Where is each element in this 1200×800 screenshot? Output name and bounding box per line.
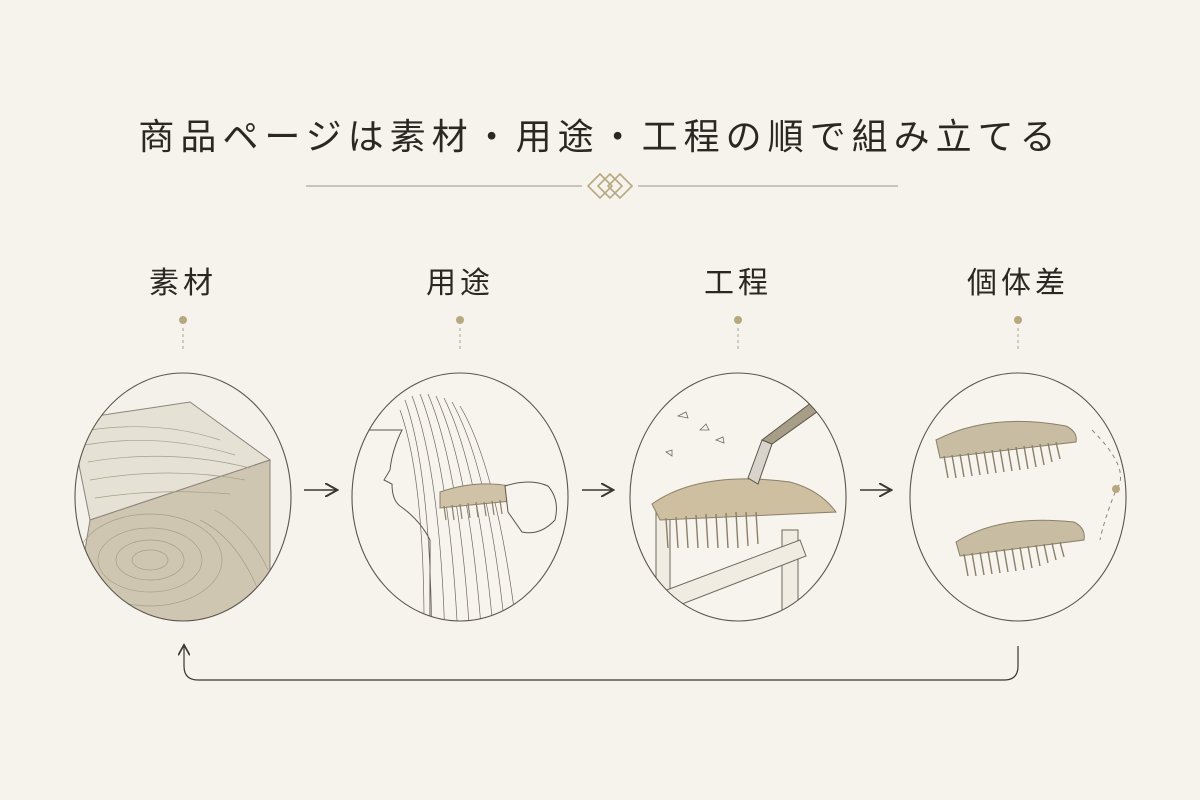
step-frame-material xyxy=(74,372,292,622)
step-label-process: 工程 xyxy=(704,266,772,301)
connector-dot xyxy=(734,316,742,324)
step-label-usage: 用途 xyxy=(426,266,494,301)
loop-back-arrow-icon xyxy=(184,646,1019,681)
two-combs-icon xyxy=(910,373,1126,621)
connector-dot xyxy=(1014,316,1022,324)
wood-block-icon xyxy=(75,373,291,621)
title-divider xyxy=(306,172,898,200)
step-label-variation: 個体差 xyxy=(967,266,1069,301)
diagram-title: 商品ページは素材・用途・工程の順で組み立てる xyxy=(138,117,1062,158)
connector-dot xyxy=(179,316,187,324)
step-frame-usage xyxy=(351,372,569,622)
step-frame-process xyxy=(629,372,847,622)
hair-combing-icon xyxy=(352,373,568,621)
compare-dot xyxy=(1112,485,1120,493)
connector-dot xyxy=(456,316,464,324)
step-label-material: 素材 xyxy=(149,266,217,301)
step-frame-variation xyxy=(909,372,1127,622)
diamond-ornament-icon xyxy=(586,172,634,200)
label-connectors xyxy=(182,328,1019,350)
